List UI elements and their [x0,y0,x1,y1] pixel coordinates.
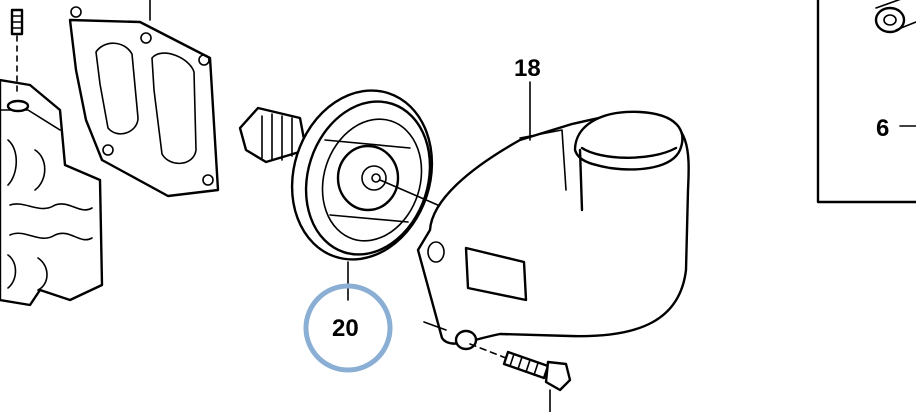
callout-18: 18 [514,55,541,82]
engine-block-fragment [0,8,104,307]
callout-20: 20 [332,315,359,342]
inset-panel [816,0,916,204]
highlight-circle [303,283,393,373]
gasket [68,0,220,198]
thermostat-housing [416,81,690,351]
bolt [469,343,572,412]
callout-6: 6 [876,115,889,142]
thermostat [238,89,441,301]
